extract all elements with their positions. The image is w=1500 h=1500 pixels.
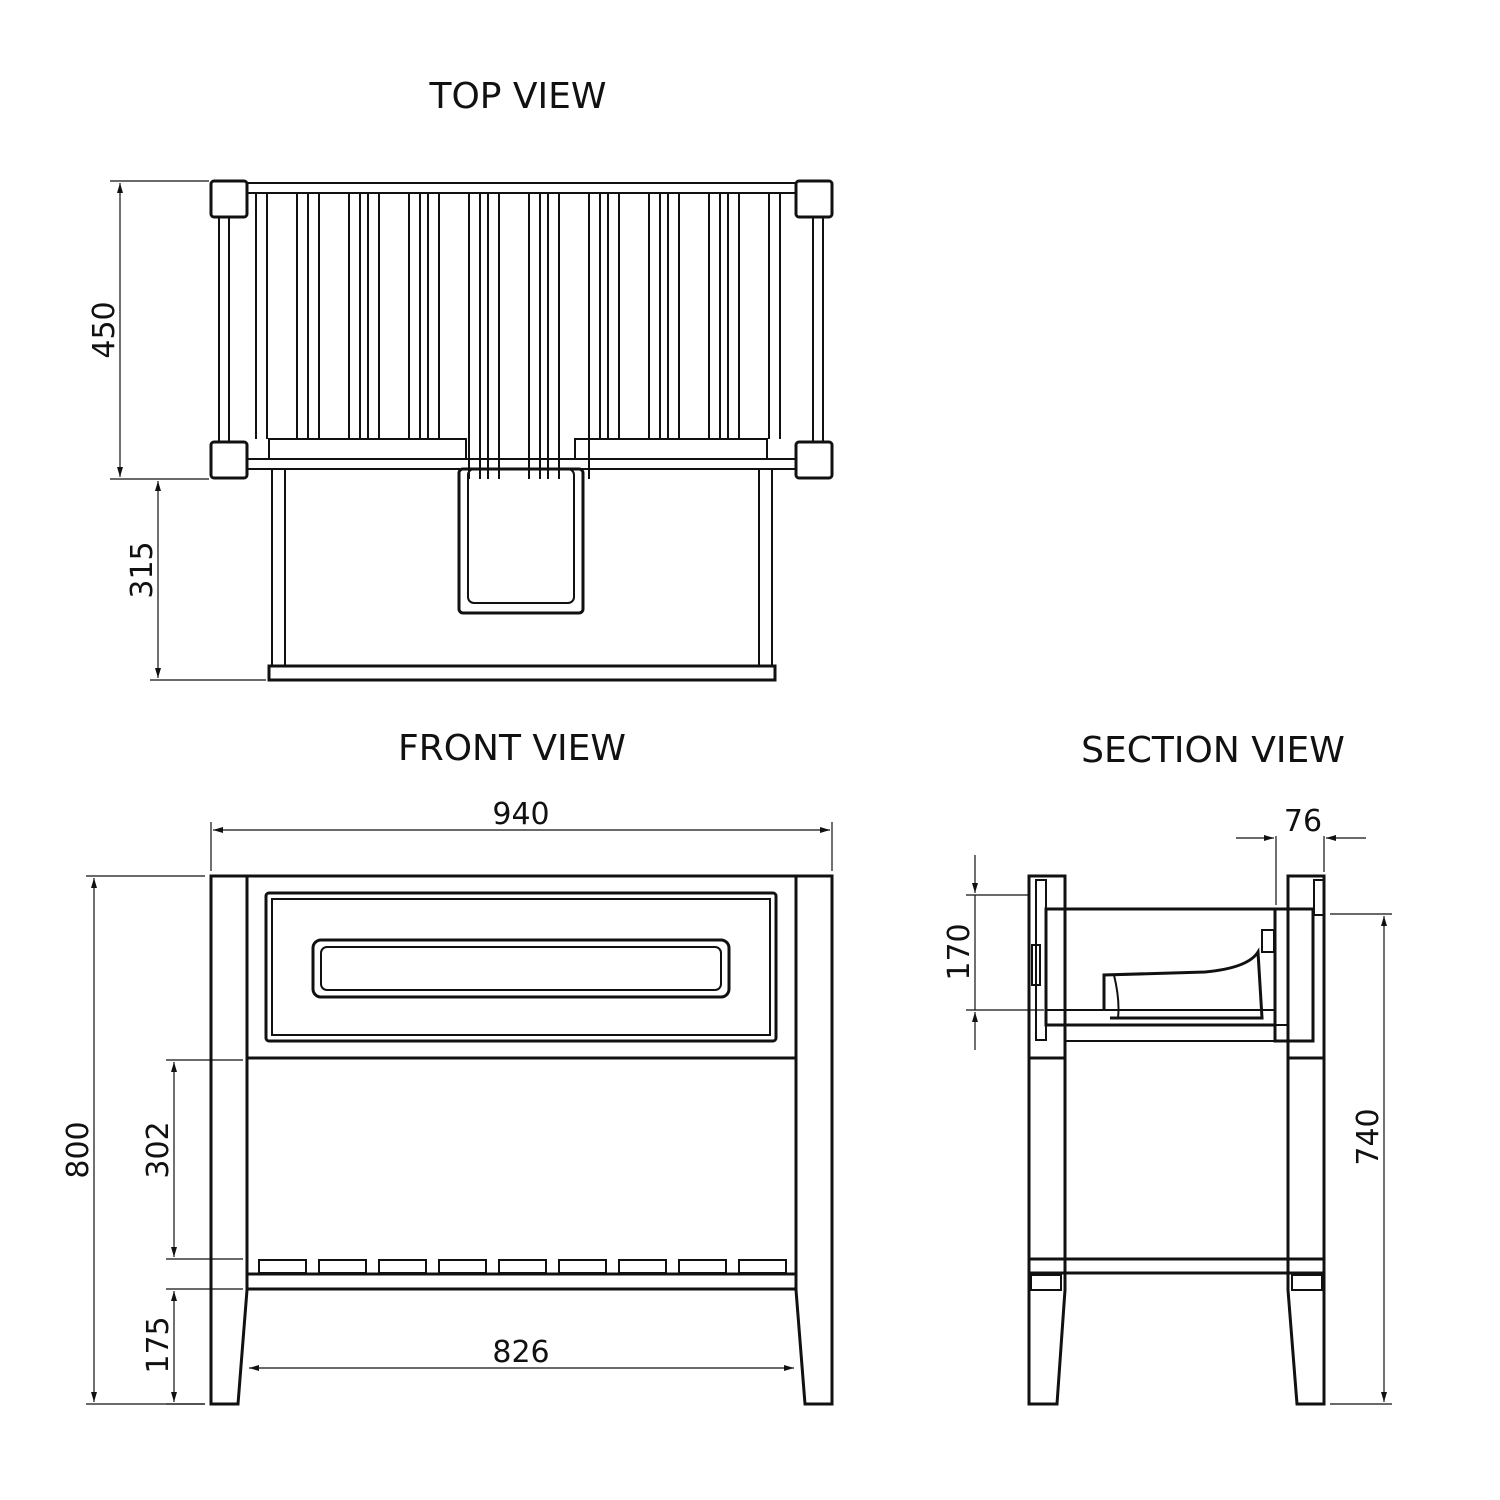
front-shelf-slat — [498, 1259, 547, 1274]
dim-section-drawer-depth: 170 — [942, 923, 977, 980]
front-shelf-slat — [438, 1259, 487, 1274]
dim-top-extension: 315 — [125, 541, 160, 598]
front-shelf-slat — [258, 1259, 307, 1274]
front-shelf-rail — [245, 1272, 798, 1291]
top-slats — [255, 193, 781, 479]
front-leg-left — [209, 874, 249, 1406]
top-view-title: TOP VIEW — [428, 76, 606, 117]
dim-section-top-offset: 76 — [1284, 804, 1322, 839]
section-view-title: SECTION VIEW — [1081, 730, 1345, 771]
dim-front-width: 940 — [492, 797, 549, 832]
dim-front-shelf-height: 175 — [141, 1316, 176, 1373]
section-basin — [1102, 947, 1264, 1020]
front-shelf-slat — [738, 1259, 787, 1274]
dim-front-height: 800 — [61, 1121, 96, 1178]
dim-top-depth: 450 — [87, 301, 122, 358]
top-view: TOP VIEW 450 315 — [87, 76, 834, 682]
section-leg-front — [1286, 874, 1326, 1060]
dim-front-drawer-to-shelf: 302 — [141, 1121, 176, 1178]
top-post-bl — [209, 440, 249, 480]
front-shelf-slat — [618, 1259, 667, 1274]
top-basin — [457, 467, 585, 615]
front-shelf-slat — [378, 1259, 427, 1274]
dim-front-inner-width: 826 — [492, 1335, 549, 1370]
front-view: FRONT VIEW 940 800 302 175 — [61, 728, 834, 1406]
front-shelf-slats — [258, 1259, 787, 1274]
front-handle — [311, 938, 731, 999]
front-leg-right — [794, 874, 834, 1406]
top-post-tr — [794, 179, 834, 219]
top-drawer-front — [267, 664, 777, 682]
top-drawer-box — [271, 468, 773, 667]
top-post-br — [794, 440, 834, 480]
front-shelf-slat — [678, 1259, 727, 1274]
front-view-title: FRONT VIEW — [398, 728, 626, 769]
front-shelf-slat — [558, 1259, 607, 1274]
front-shelf-slat — [318, 1259, 367, 1274]
section-view: SECTION VIEW 76 — [942, 730, 1392, 1406]
section-drawer — [1044, 907, 1277, 1027]
top-post-tl — [209, 179, 249, 219]
front-drawer — [264, 891, 778, 1043]
dim-section-body-height: 740 — [1351, 1108, 1386, 1165]
section-shelf — [1027, 1257, 1326, 1275]
